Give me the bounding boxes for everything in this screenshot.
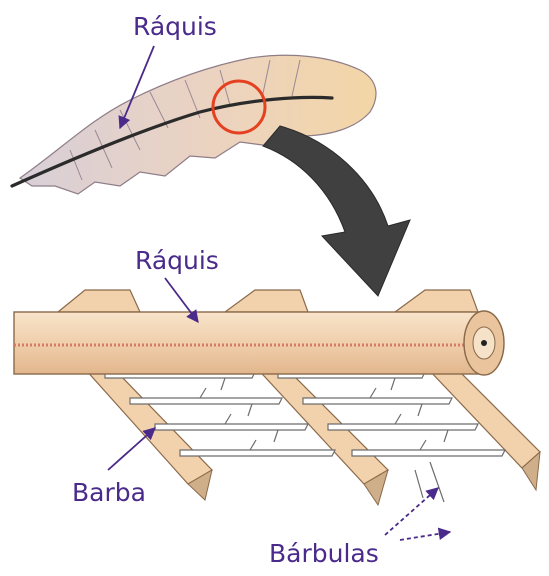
barbule — [328, 424, 478, 430]
curved-arrow-icon — [263, 126, 410, 296]
barbule — [303, 398, 452, 404]
barbule-hooks — [175, 362, 448, 502]
rachis-body — [14, 312, 488, 374]
rachis-rod — [14, 290, 504, 375]
pointer-barb — [108, 428, 155, 470]
label-rachis-detail: Ráquis — [135, 248, 219, 273]
pointer-barbules-2 — [400, 532, 450, 540]
pointer-barbules-1 — [385, 488, 438, 535]
label-rachis-top: Ráquis — [133, 14, 217, 39]
label-barb: Barba — [72, 480, 146, 505]
barbule — [155, 424, 308, 430]
rachis-top-bumps — [58, 290, 478, 312]
barbule — [130, 398, 282, 404]
rachis-pith — [481, 340, 487, 346]
label-barbules: Bárbulas — [269, 541, 379, 566]
barbule — [352, 450, 505, 456]
barbule — [180, 450, 335, 456]
